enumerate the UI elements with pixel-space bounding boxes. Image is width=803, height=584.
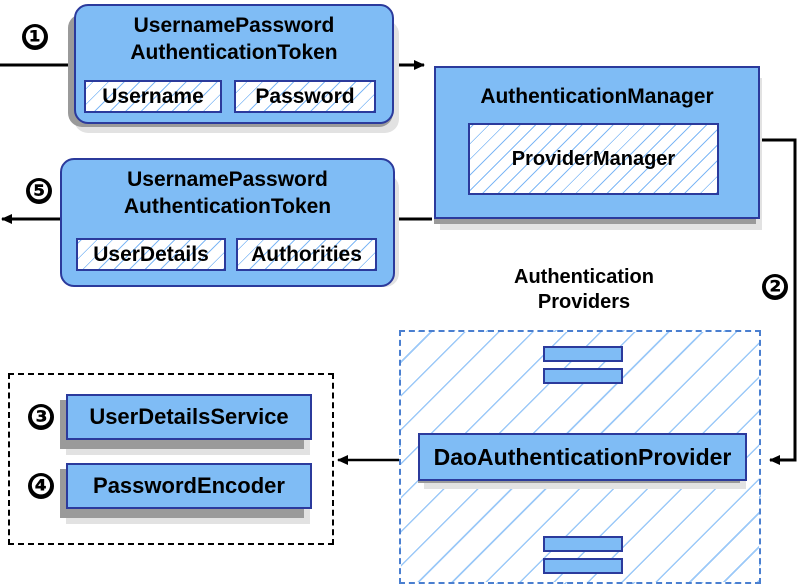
request-token-field-password[interactable]: Password xyxy=(234,80,376,113)
response-token-field-userdetails-label: UserDetails xyxy=(93,242,209,266)
passwordencoder-label: PasswordEncoder xyxy=(93,473,285,498)
provider-placeholder-bar-bottom-2 xyxy=(543,558,623,574)
provider-placeholder-bar-top-2 xyxy=(543,368,623,384)
response-token-field-userdetails[interactable]: UserDetails xyxy=(76,238,226,271)
badge-4-glyph: ❹ xyxy=(30,471,52,500)
provider-manager-label: ProviderManager xyxy=(511,147,676,170)
badge-1-glyph: ❶ xyxy=(24,22,46,51)
badge-4: ❹ xyxy=(28,473,54,499)
request-token-title: UsernamePassword AuthenticationToken xyxy=(130,14,338,64)
dao-authentication-provider-label: DaoAuthenticationProvider xyxy=(433,443,732,470)
badge-5-glyph: ❺ xyxy=(28,176,50,205)
badge-5: ❺ xyxy=(26,178,52,204)
response-token-field-authorities[interactable]: Authorities xyxy=(236,238,377,271)
request-token-field-username[interactable]: Username xyxy=(84,80,222,113)
provider-placeholder-bar-top-1 xyxy=(543,346,623,362)
authentication-providers-title: Authentication Providers xyxy=(514,266,654,313)
userdetailsservice-label: UserDetailsService xyxy=(89,404,289,429)
response-token-field-authorities-label: Authorities xyxy=(251,242,362,266)
request-token-field-username-label: Username xyxy=(102,84,204,108)
userdetailsservice-box[interactable]: UserDetailsService xyxy=(66,394,312,440)
badge-2: ❷ xyxy=(762,274,788,300)
dao-authentication-provider-box[interactable]: DaoAuthenticationProvider xyxy=(418,433,747,481)
passwordencoder-box[interactable]: PasswordEncoder xyxy=(66,463,312,509)
badge-1: 1 ❶ xyxy=(22,24,48,50)
response-token-card[interactable]: UsernamePassword AuthenticationToken xyxy=(60,158,395,287)
badge-3-glyph: ❸ xyxy=(30,402,52,431)
authentication-manager-title: AuthenticationManager xyxy=(480,85,714,108)
badge-3: ❸ xyxy=(28,404,54,430)
badge-2-glyph: ❷ xyxy=(764,272,786,301)
provider-manager-box[interactable]: ProviderManager xyxy=(468,123,719,195)
provider-placeholder-bar-bottom-1 xyxy=(543,536,623,552)
response-token-title: UsernamePassword AuthenticationToken xyxy=(123,168,332,218)
request-token-field-password-label: Password xyxy=(255,84,355,108)
